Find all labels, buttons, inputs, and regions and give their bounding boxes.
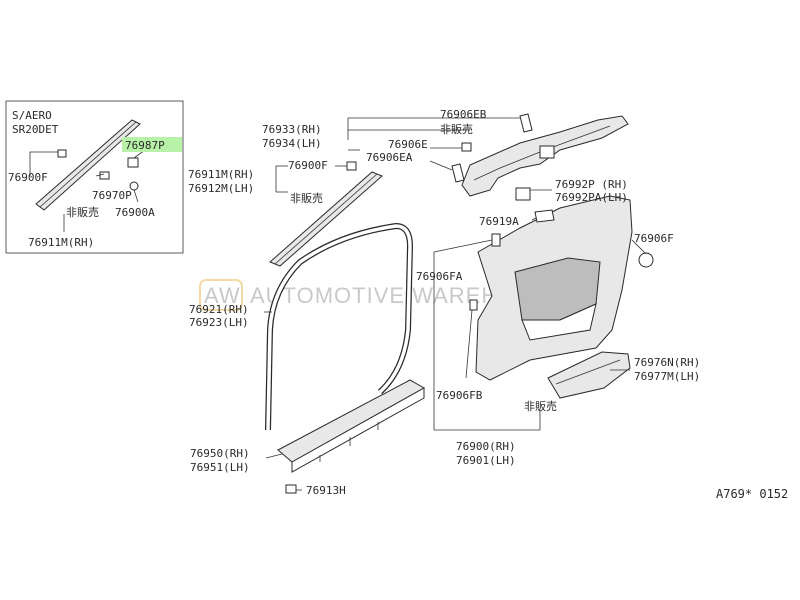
clip-76900F	[346, 161, 357, 171]
leader-76906EA	[429, 160, 453, 171]
pillar-finisher-bracket	[539, 145, 555, 159]
label-76950-rh: 76950(RH)	[190, 447, 250, 460]
label-76906E: 76906E	[388, 138, 428, 151]
clip-76906E	[461, 142, 472, 152]
label-76913H: 76913H	[306, 484, 346, 497]
label-76951-lh: 76951(LH)	[190, 461, 250, 474]
inset-label-76987P: 76987P	[125, 139, 165, 152]
rear-side-trim	[469, 187, 654, 381]
label-76906EA: 76906EA	[366, 151, 413, 164]
inset-frame	[5, 100, 184, 254]
inset-clip-2	[99, 171, 110, 180]
label-76911M-rh: 76911M(RH)	[188, 168, 254, 181]
leader-76950	[265, 453, 283, 459]
label-76912M-lh: 76912M(LH)	[188, 182, 254, 195]
front-pillar-strip	[269, 161, 383, 267]
inset-detail: S/AERO SR20DET 76900F 76970P 76900A 非販売 …	[5, 100, 184, 254]
clip-76992P	[515, 187, 531, 201]
clip-76906FA	[491, 233, 501, 247]
inset-title-line2: SR20DET	[12, 123, 59, 136]
rear-arm-rest	[547, 351, 631, 399]
kicking-plate	[277, 379, 426, 494]
door-weatherstrip	[265, 222, 414, 431]
label-76977M-lh: 76977M(LH)	[634, 370, 700, 383]
label-76992PA-lh: 76992PA(LH)	[555, 191, 628, 204]
inset-leader-76970P	[95, 173, 105, 177]
watermark-logo: AW	[204, 283, 241, 308]
kicking-plate-face	[291, 387, 425, 473]
clip-76906F	[638, 252, 654, 268]
bolt-76919A	[534, 209, 555, 223]
highlight-box	[122, 137, 182, 152]
inset-label-76900F: 76900F	[8, 171, 48, 184]
inset-label-76911M: 76911M(RH)	[28, 236, 94, 249]
part-labels: 76906EB 76933(RH) 非販売 76934(LH) 76906E 7…	[188, 108, 788, 501]
label-76919A: 76919A	[479, 215, 519, 228]
leader-76906FB	[465, 309, 473, 379]
clip-76913H	[285, 484, 297, 494]
label-76906FA: 76906FA	[416, 270, 463, 283]
leader-lines	[264, 117, 647, 491]
diagram-code: A769* 0152	[716, 487, 788, 501]
label-76906FB: 76906FB	[436, 389, 483, 402]
clip-76906FB	[469, 299, 478, 311]
label-not-sold-2: 非販売	[290, 192, 323, 205]
arm-rest-crease	[555, 359, 621, 385]
label-76923-lh: 76923(LH)	[189, 316, 249, 329]
leader-76906F	[631, 239, 647, 255]
pillar-finisher-crease	[473, 125, 611, 181]
label-76900-rh: 76900(RH)	[456, 440, 516, 453]
label-76900F: 76900F	[288, 159, 328, 172]
label-76934-lh: 76934(LH)	[262, 137, 322, 150]
label-76976N-rh: 76976N(RH)	[634, 356, 700, 369]
inset-clip-3	[127, 157, 139, 168]
inset-leader-76900F	[29, 151, 58, 176]
label-76906EB: 76906EB	[440, 108, 487, 121]
front-pillar-garnish-edge	[274, 173, 378, 265]
trim-pocket	[521, 303, 597, 341]
label-76992P-rh: 76992P (RH)	[555, 178, 628, 191]
label-76933-rh: 76933(RH)	[262, 123, 322, 136]
label-76901-lh: 76901(LH)	[456, 454, 516, 467]
inset-strip-edge	[39, 121, 137, 208]
leader-76919A	[531, 217, 537, 221]
label-76921-rh: 76921(RH)	[189, 303, 249, 316]
clip-76906EA	[451, 163, 465, 183]
upper-rear-pillar-trim	[451, 113, 629, 197]
label-76906F: 76906F	[634, 232, 674, 245]
label-not-sold-1: 非販売	[440, 123, 473, 136]
weatherstrip-inner	[266, 224, 412, 431]
inset-leader-76900A	[133, 189, 139, 203]
clip-76906EB	[519, 113, 533, 133]
watermark-logo-frame	[199, 279, 243, 311]
arm-rest-body	[547, 351, 631, 399]
inset-clip-1	[57, 149, 67, 158]
label-not-sold-3: 非販売	[524, 400, 557, 413]
inset-label-76970P: 76970P	[92, 189, 132, 202]
inset-title-line1: S/AERO	[12, 109, 52, 122]
inset-label-76900A: 76900A	[115, 206, 155, 219]
kicking-plate-top	[277, 379, 426, 463]
leader-76906FA	[433, 239, 493, 253]
inset-label-not-sold: 非販売	[66, 206, 99, 219]
